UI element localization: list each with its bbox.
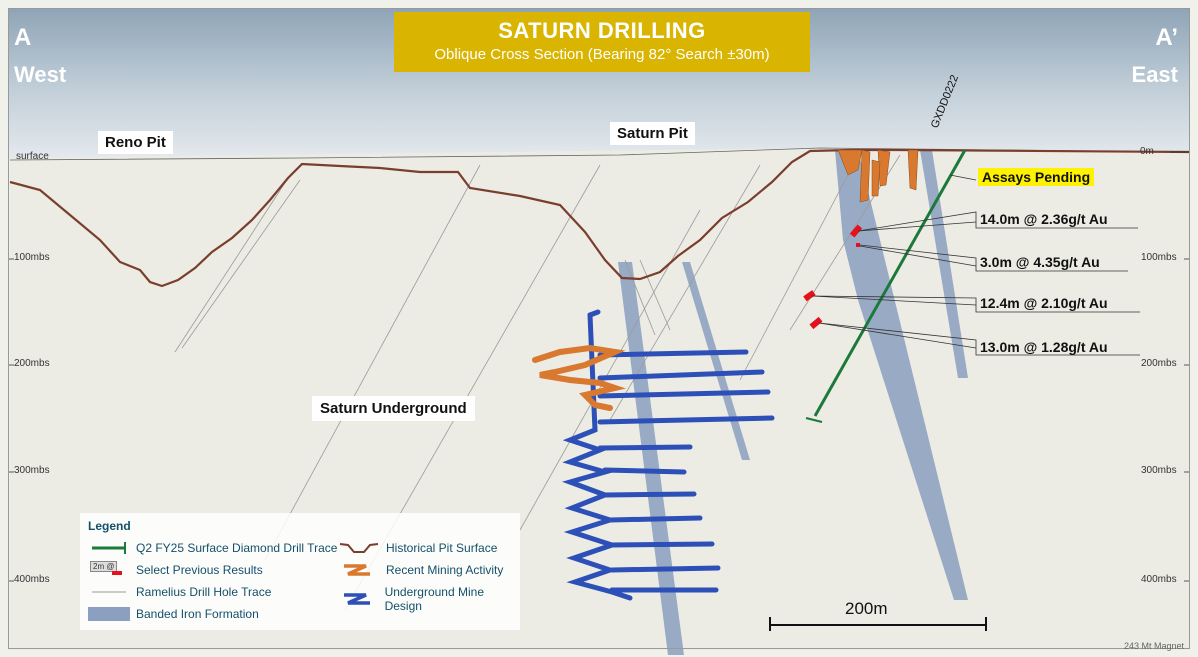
- legend-item: Q2 FY25 Surface Diamond Drill Trace: [88, 541, 337, 555]
- result-label: 12.4m @ 2.10g/t Au: [980, 295, 1108, 311]
- section-start-label: A: [14, 24, 32, 51]
- depth-100-left: 100mbs: [14, 252, 50, 263]
- legend-item: Recent Mining Activity: [338, 563, 503, 577]
- assays-pending-label: Assays Pending: [978, 168, 1095, 186]
- drill-trace: [739, 151, 861, 381]
- drill-trace-end-cap: [805, 417, 823, 423]
- west-label: West: [14, 62, 67, 87]
- result-leader-lines: [811, 174, 1140, 356]
- depth-300-right: 300mbs: [1141, 465, 1177, 476]
- depth-200-left: 200mbs: [14, 358, 50, 369]
- legend-item-label: Banded Iron Formation: [136, 607, 259, 621]
- underground-mine-design: [561, 309, 775, 601]
- subtitle: Oblique Cross Section (Bearing 82° Searc…: [434, 46, 770, 63]
- drill-trace: [181, 179, 301, 349]
- legend-item: Historical Pit Surface: [338, 541, 497, 555]
- result-label: 3.0m @ 4.35g/t Au: [980, 254, 1100, 270]
- legend-item-label: Underground Mine Design: [384, 585, 484, 613]
- green-drill-trace-icon: [92, 542, 126, 554]
- reno-pit-label: Reno Pit: [98, 131, 173, 154]
- scale-bar: [769, 617, 987, 631]
- bif-mid: [682, 262, 750, 460]
- depth-100-right: 100mbs: [1141, 252, 1177, 263]
- legend-item-label: Ramelius Drill Hole Trace: [136, 585, 272, 599]
- depth-400-left: 400mbs: [14, 574, 50, 585]
- result-marker: [809, 316, 823, 330]
- result-label: 13.0m @ 1.28g/t Au: [980, 339, 1108, 355]
- orange-zigzag-icon: [344, 564, 370, 576]
- recent-mining-underground: [532, 344, 627, 411]
- underground-decline: [561, 312, 633, 601]
- result-marker: [856, 243, 860, 247]
- blue-grey-swatch-icon: [88, 607, 130, 621]
- previous-results: [803, 224, 863, 330]
- legend-item: Ramelius Drill Hole Trace: [88, 585, 271, 599]
- legend-item-label: Q2 FY25 Surface Diamond Drill Trace: [136, 541, 338, 555]
- saturn-pit-label: Saturn Pit: [610, 122, 695, 145]
- drill-trace: [639, 259, 671, 331]
- depth-400-right: 400mbs: [1141, 574, 1177, 585]
- drill-trace: [174, 174, 291, 353]
- surface-label: surface: [16, 151, 49, 162]
- title: SATURN DRILLING: [498, 18, 706, 43]
- legend-item: Underground Mine Design: [338, 585, 520, 613]
- brown-pit-line-icon: [339, 543, 379, 553]
- section-end-label: A’: [1155, 24, 1178, 51]
- legend-item: 2m @ Select Previous Results: [88, 561, 263, 577]
- result-marker: [849, 224, 863, 238]
- title-box: SATURN DRILLING Oblique Cross Section (B…: [394, 12, 810, 72]
- saturn-underground-label: Saturn Underground: [312, 396, 475, 421]
- depth-0m-label: 0m: [1140, 146, 1154, 157]
- drill-trace: [264, 164, 481, 561]
- result-label: 14.0m @ 2.36g/t Au: [980, 211, 1108, 227]
- scale-bar-label: 200m: [845, 599, 888, 618]
- bif-east-main: [835, 150, 968, 600]
- legend-item-label: Recent Mining Activity: [386, 563, 504, 577]
- recent-mining-surface: [837, 149, 919, 203]
- red-result-marker-icon: 2m @: [88, 561, 130, 577]
- depth-200-right: 200mbs: [1141, 358, 1177, 369]
- legend-item-label: Historical Pit Surface: [386, 541, 498, 555]
- bif-west: [618, 262, 684, 655]
- banded-iron-formation: [618, 150, 968, 655]
- historical-pit-surface: [9, 148, 1191, 288]
- gxdd0222-drill-trace: [813, 149, 967, 417]
- depth-300-left: 300mbs: [14, 465, 50, 476]
- blue-zigzag-icon: [344, 593, 370, 605]
- result-marker: [803, 290, 816, 302]
- legend-item: Banded Iron Formation: [88, 607, 259, 621]
- grey-line-icon: [92, 591, 126, 593]
- drill-trace: [624, 259, 656, 336]
- legend-item-label: Select Previous Results: [136, 563, 263, 577]
- legend: Legend Q2 FY25 Surface Diamond Drill Tra…: [80, 513, 520, 630]
- east-label: East: [1131, 62, 1178, 87]
- legend-title: Legend: [88, 519, 131, 533]
- footer-label: 243 Mt Magnet: [1124, 641, 1185, 651]
